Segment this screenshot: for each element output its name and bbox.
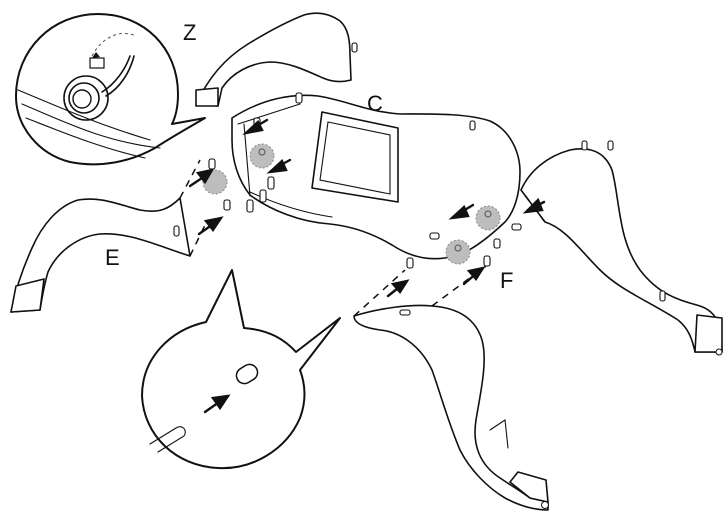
detail-bubble-loop	[16, 14, 205, 164]
peg-hole	[476, 206, 500, 230]
label-z: Z	[183, 22, 196, 44]
neck-piece-z	[196, 13, 357, 106]
saddle-blanket	[312, 112, 398, 202]
detail-bubble-peg	[142, 270, 340, 468]
label-e: E	[105, 247, 120, 269]
body-piece-c	[232, 93, 521, 264]
peg-hole	[446, 240, 470, 264]
rear-leg-right	[521, 141, 722, 355]
peg-hole	[250, 144, 274, 168]
label-f: F	[500, 270, 513, 292]
label-c: C	[367, 93, 383, 115]
neck-tip-block	[196, 88, 218, 106]
neck-peg	[352, 43, 357, 52]
rear-leg-f	[354, 256, 549, 510]
rear-hoof-right	[695, 315, 722, 352]
front-hoof-e	[11, 279, 44, 312]
